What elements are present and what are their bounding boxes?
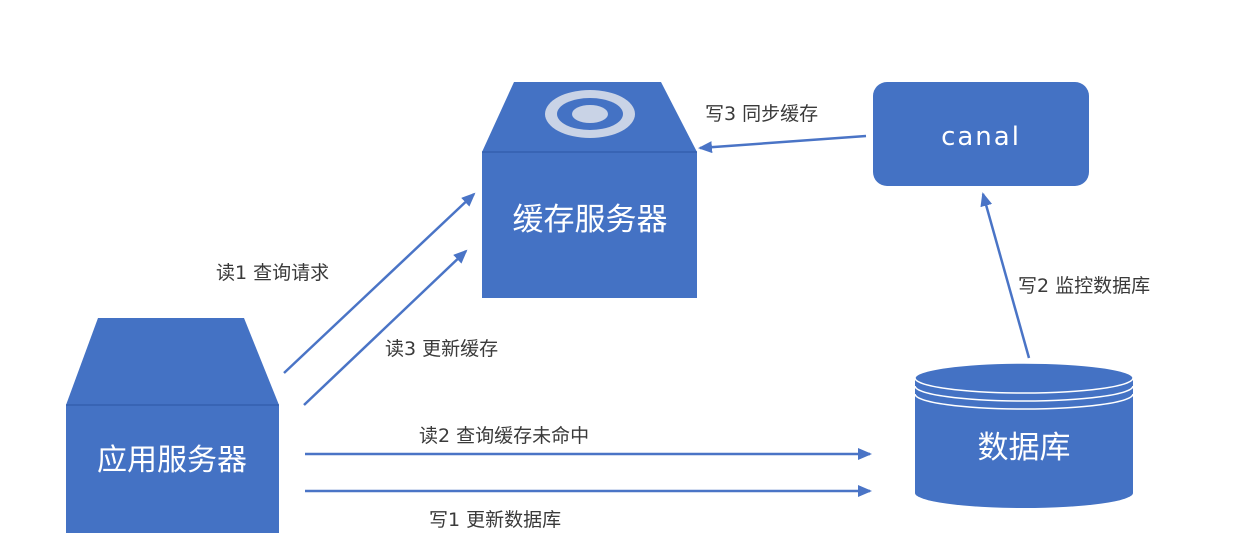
app-server-node: 应用服务器 <box>66 318 279 533</box>
cache-server-label: 缓存服务器 <box>513 202 668 238</box>
app-server-label: 应用服务器 <box>97 443 247 478</box>
canal-node: canal <box>873 82 1089 186</box>
database-label: 数据库 <box>978 430 1071 466</box>
cache-server-node: 缓存服务器 <box>482 82 697 298</box>
read1-label: 读1 查询请求 <box>216 262 329 284</box>
app-server-shape <box>66 318 279 533</box>
database-ring-1 <box>914 385 1134 402</box>
database-top <box>914 362 1134 394</box>
canal-label: canal <box>941 122 1021 152</box>
read3-label: 读3 更新缓存 <box>385 338 498 360</box>
write2-label: 写2 监控数据库 <box>1018 275 1150 297</box>
database-ring-2 <box>914 393 1134 410</box>
write3-label: 写3 同步缓存 <box>705 103 818 125</box>
edge-labels: 读1 查询请求 读3 更新缓存 读2 查询缓存未命中 写1 更新数据库 写2 监… <box>216 103 1150 531</box>
write3-arrow <box>698 134 867 154</box>
read1-arrow <box>283 192 476 374</box>
write2-arrow <box>980 192 1031 359</box>
edges <box>283 134 1031 497</box>
ring-icon <box>545 90 635 138</box>
database-body <box>915 378 1133 508</box>
database-node: 数据库 <box>914 362 1134 508</box>
write1-label: 写1 更新数据库 <box>429 509 561 531</box>
cache-server-shape <box>482 82 697 298</box>
canal-shape <box>873 82 1089 186</box>
read3-arrow <box>303 249 468 406</box>
read2-label: 读2 查询缓存未命中 <box>419 425 589 447</box>
